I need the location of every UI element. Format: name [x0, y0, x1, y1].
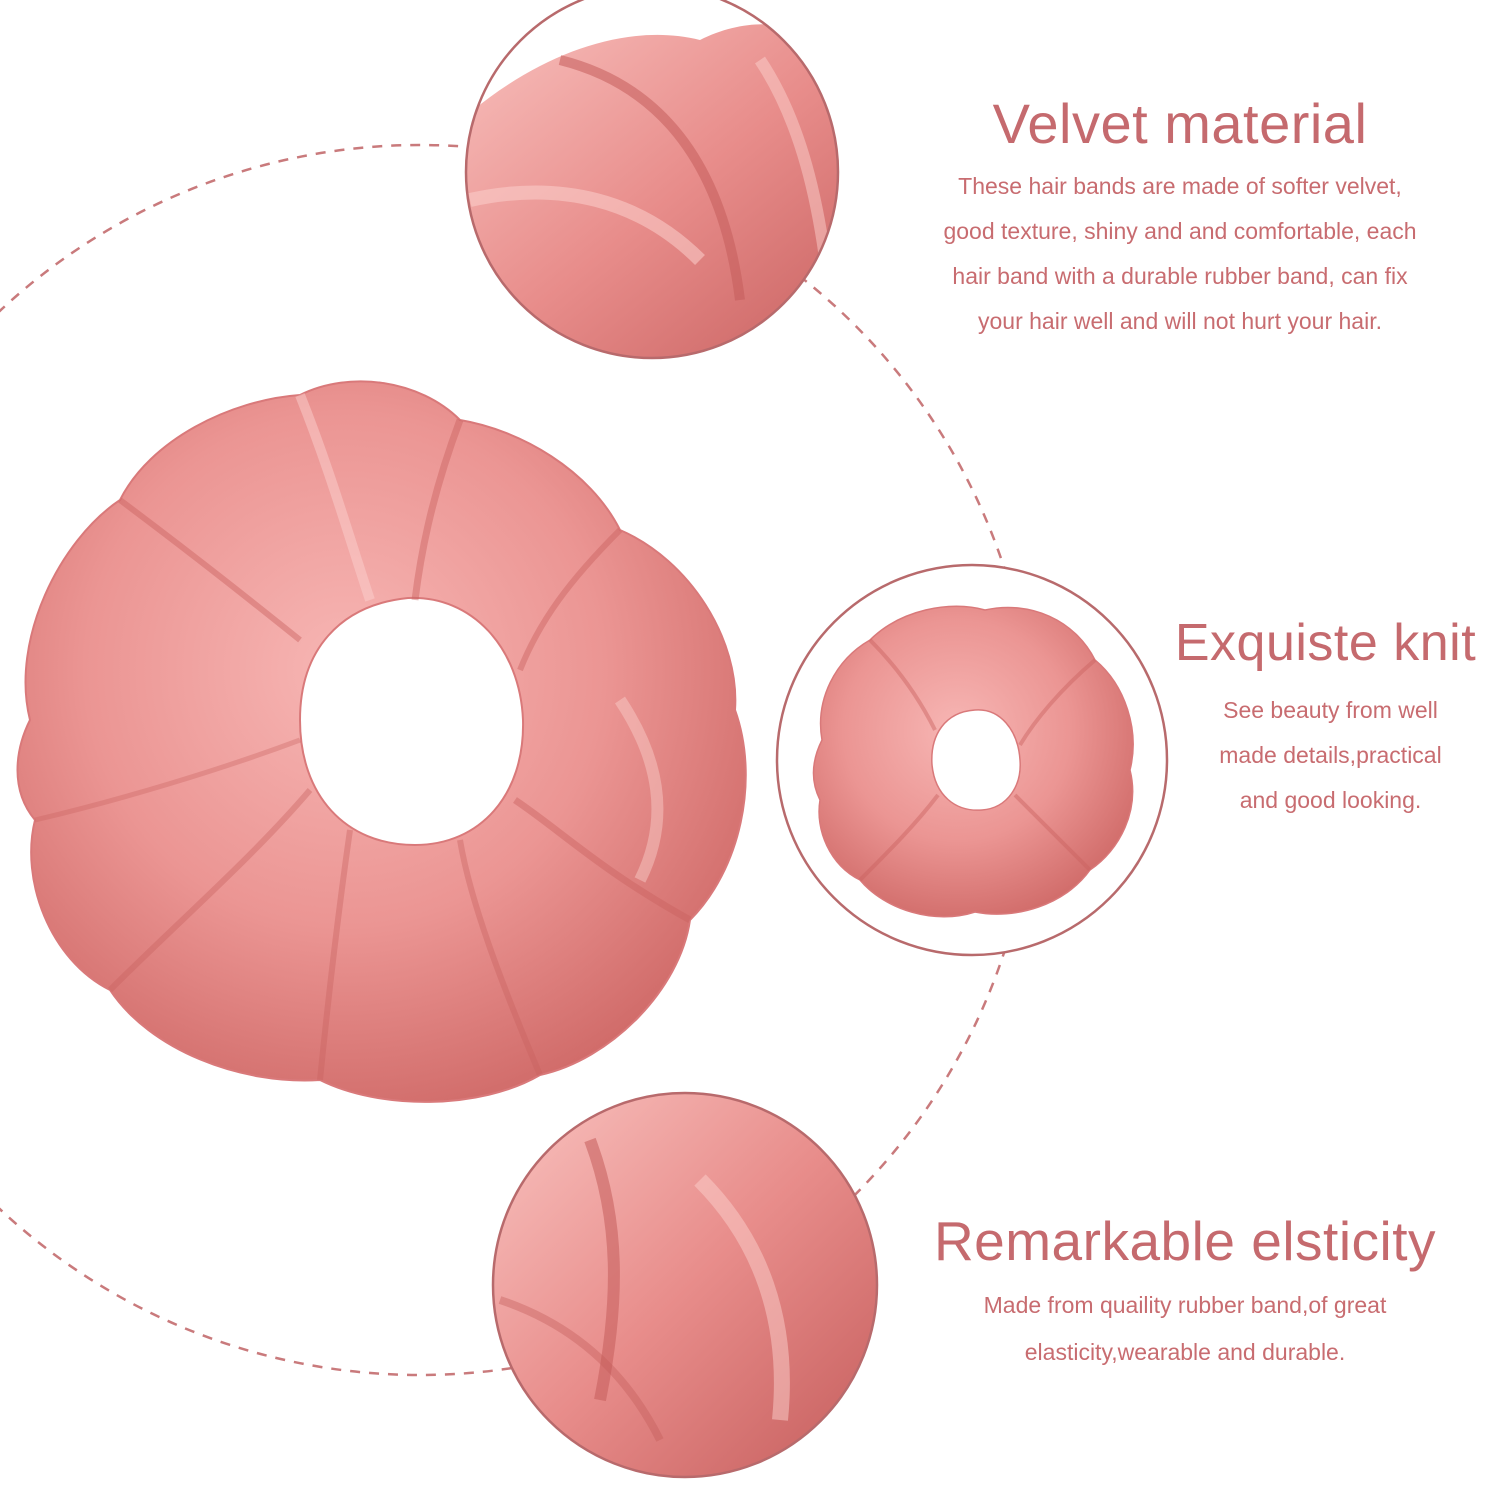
- feature-line: and good looking.: [1239, 787, 1422, 813]
- knit-closeup-image: [777, 565, 1167, 955]
- feature-line: good texture, shiny and and comfortable,…: [943, 218, 1417, 244]
- feature-line: elasticity,wearable and durable.: [1024, 1339, 1346, 1365]
- feature-title: Exquiste knit: [1174, 614, 1477, 672]
- feature-exquisite-knit: Exquiste knit See beauty from well made …: [1168, 612, 1493, 823]
- elasticity-closeup-image: [493, 1093, 877, 1477]
- feature-line: made details,practical: [1219, 742, 1442, 768]
- knit-closeup-frame: [775, 563, 1169, 957]
- main-scrunchie-image: [16, 380, 747, 1103]
- feature-line: your hair well and will not hurt your ha…: [978, 308, 1382, 334]
- feature-title: Remarkable elsticity: [933, 1210, 1437, 1272]
- feature-remarkable-elasticity: Remarkable elsticity Made from quaility …: [900, 1208, 1470, 1376]
- feature-title: Velvet material: [992, 92, 1368, 155]
- elasticity-closeup-frame: [491, 1091, 879, 1479]
- feature-description: These hair bands are made of softer velv…: [880, 164, 1480, 344]
- velvet-closeup-frame: [464, 0, 840, 360]
- feature-line: Made from quaility rubber band,of great: [983, 1292, 1387, 1318]
- feature-velvet-material: Velvet material These hair bands are mad…: [880, 92, 1480, 344]
- feature-description: See beauty from well made details,practi…: [1168, 688, 1493, 823]
- feature-description: Made from quaility rubber band,of great …: [900, 1282, 1470, 1376]
- feature-line: These hair bands are made of softer velv…: [958, 173, 1402, 199]
- velvet-closeup-image: [466, 0, 838, 358]
- feature-line: See beauty from well: [1223, 697, 1438, 723]
- feature-line: hair band with a durable rubber band, ca…: [952, 263, 1408, 289]
